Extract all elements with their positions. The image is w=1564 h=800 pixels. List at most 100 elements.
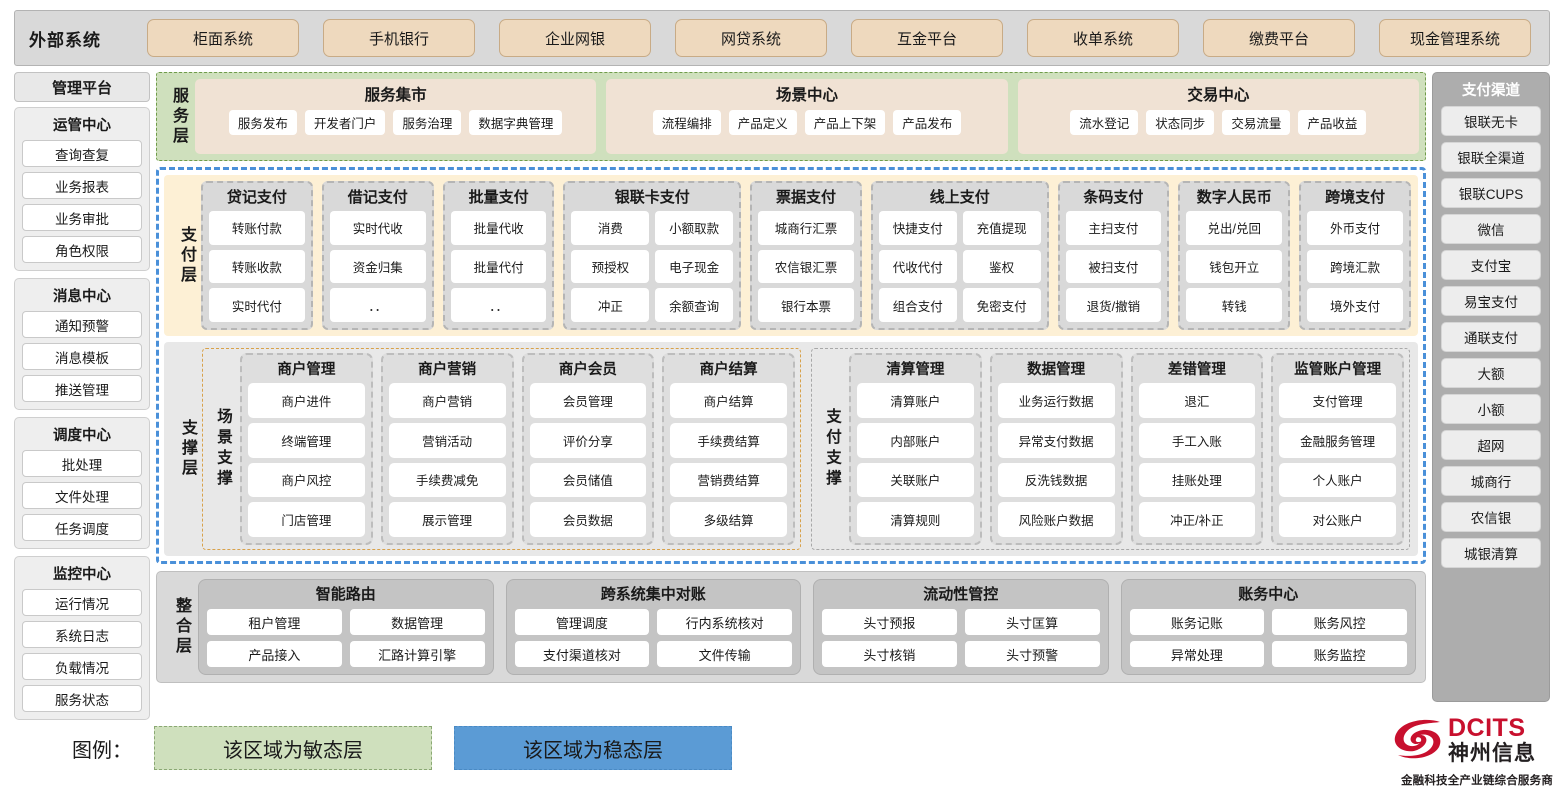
management-menu-item[interactable]: 系统日志	[22, 621, 142, 648]
support-chip[interactable]: 个人账户	[1279, 462, 1396, 498]
payment-chip[interactable]: 转账付款	[209, 211, 305, 245]
integration-chip[interactable]: 行内系统核对	[657, 609, 792, 635]
payment-chip[interactable]: 组合支付	[878, 288, 957, 323]
payment-chip[interactable]: 代收代付	[878, 249, 957, 284]
management-menu-item[interactable]: 任务调度	[22, 514, 142, 541]
integration-chip[interactable]: 支付渠道核对	[514, 641, 650, 667]
payment-chip[interactable]: 钱包开立	[1186, 249, 1283, 284]
support-chip[interactable]: 支付管理	[1279, 383, 1396, 418]
external-system-item[interactable]: 柜面系统	[147, 19, 299, 57]
support-chip[interactable]: 对公账户	[1279, 502, 1396, 537]
service-chip[interactable]: 开发者门户	[304, 110, 386, 135]
integration-chip[interactable]: 账务监控	[1272, 641, 1407, 667]
management-menu-item[interactable]: 运行情况	[22, 589, 142, 616]
service-chip[interactable]: 服务治理	[393, 110, 462, 135]
payment-channel-item[interactable]: 城商行	[1441, 466, 1541, 496]
payment-channel-item[interactable]: 银联无卡	[1441, 106, 1541, 136]
payment-chip[interactable]: ．．	[329, 288, 426, 323]
service-chip[interactable]: 数据字典管理	[469, 110, 563, 135]
payment-chip[interactable]: 境外支付	[1307, 288, 1403, 323]
management-menu-item[interactable]: 角色权限	[22, 236, 142, 263]
support-chip[interactable]: 业务运行数据	[997, 383, 1115, 418]
support-chip[interactable]: 评价分享	[529, 422, 647, 458]
management-menu-item[interactable]: 业务审批	[22, 204, 142, 231]
payment-chip[interactable]: 城商行汇票	[758, 211, 854, 245]
payment-chip[interactable]: ．．	[450, 288, 547, 323]
support-chip[interactable]: 终端管理	[248, 422, 365, 458]
support-chip[interactable]: 会员储值	[529, 462, 647, 498]
payment-chip[interactable]: 消费	[571, 211, 650, 245]
payment-chip[interactable]: 转账收款	[209, 249, 305, 284]
payment-channel-item[interactable]: 大额	[1441, 358, 1541, 388]
support-chip[interactable]: 商户结算	[670, 383, 787, 418]
payment-chip[interactable]: 预授权	[571, 249, 650, 284]
support-chip[interactable]: 退汇	[1138, 383, 1256, 418]
payment-chip[interactable]: 批量代付	[450, 249, 547, 284]
payment-chip[interactable]: 退货/撤销	[1065, 288, 1162, 323]
external-system-item[interactable]: 企业网银	[499, 19, 651, 57]
payment-channel-item[interactable]: 超网	[1441, 430, 1541, 460]
payment-chip[interactable]: 冲正	[571, 288, 650, 323]
management-menu-item[interactable]: 业务报表	[22, 172, 142, 199]
support-chip[interactable]: 门店管理	[248, 502, 365, 537]
service-chip[interactable]: 交易流量	[1222, 110, 1291, 135]
external-system-item[interactable]: 现金管理系统	[1379, 19, 1531, 57]
support-chip[interactable]: 挂账处理	[1138, 462, 1256, 498]
management-menu-item[interactable]: 文件处理	[22, 482, 142, 509]
integration-chip[interactable]: 头寸匡算	[964, 609, 1100, 635]
integration-chip[interactable]: 头寸预警	[964, 641, 1100, 667]
external-system-item[interactable]: 收单系统	[1027, 19, 1179, 57]
payment-chip[interactable]: 充值提现	[962, 211, 1041, 245]
payment-chip[interactable]: 资金归集	[329, 249, 426, 284]
management-menu-item[interactable]: 推送管理	[22, 375, 142, 402]
payment-chip[interactable]: 跨境汇款	[1307, 249, 1403, 284]
support-chip[interactable]: 金融服务管理	[1279, 422, 1396, 458]
payment-chip[interactable]: 实时代收	[329, 211, 426, 245]
support-chip[interactable]: 关联账户	[857, 462, 974, 498]
payment-channel-item[interactable]: 小额	[1441, 394, 1541, 424]
integration-chip[interactable]: 头寸核销	[822, 641, 957, 667]
support-chip[interactable]: 商户营销	[388, 383, 506, 418]
external-system-item[interactable]: 缴费平台	[1203, 19, 1355, 57]
payment-chip[interactable]: 批量代收	[450, 211, 547, 245]
service-chip[interactable]: 状态同步	[1146, 110, 1215, 135]
integration-chip[interactable]: 数据管理	[349, 609, 485, 635]
payment-chip[interactable]: 免密支付	[962, 288, 1041, 323]
integration-chip[interactable]: 管理调度	[514, 609, 650, 635]
support-chip[interactable]: 会员数据	[529, 502, 647, 537]
service-chip[interactable]: 产品定义	[728, 110, 797, 135]
support-chip[interactable]: 会员管理	[529, 383, 647, 418]
integration-chip[interactable]: 异常处理	[1129, 641, 1265, 667]
integration-chip[interactable]: 汇路计算引擎	[349, 641, 485, 667]
management-menu-item[interactable]: 消息模板	[22, 343, 142, 370]
management-menu-item[interactable]: 服务状态	[22, 685, 142, 712]
support-chip[interactable]: 清算账户	[857, 383, 974, 418]
support-chip[interactable]: 内部账户	[857, 422, 974, 458]
external-system-item[interactable]: 网贷系统	[675, 19, 827, 57]
payment-channel-item[interactable]: 支付宝	[1441, 250, 1541, 280]
external-system-item[interactable]: 互金平台	[851, 19, 1003, 57]
support-chip[interactable]: 冲正/补正	[1138, 502, 1256, 537]
support-chip[interactable]: 反洗钱数据	[997, 462, 1115, 498]
service-chip[interactable]: 流程编排	[652, 110, 721, 135]
support-chip[interactable]: 异常支付数据	[997, 422, 1115, 458]
payment-chip[interactable]: 实时代付	[209, 288, 305, 323]
integration-chip[interactable]: 账务记账	[1129, 609, 1265, 635]
payment-chip[interactable]: 小额取款	[655, 211, 734, 245]
management-menu-item[interactable]: 通知预警	[22, 311, 142, 338]
integration-chip[interactable]: 头寸预报	[822, 609, 957, 635]
service-chip[interactable]: 流水登记	[1070, 110, 1139, 135]
support-chip[interactable]: 手工入账	[1138, 422, 1256, 458]
payment-channel-item[interactable]: 微信	[1441, 214, 1541, 244]
support-chip[interactable]: 手续费减免	[388, 462, 506, 498]
payment-chip[interactable]: 主扫支付	[1065, 211, 1162, 245]
support-chip[interactable]: 展示管理	[388, 502, 506, 537]
integration-chip[interactable]: 产品接入	[207, 641, 342, 667]
integration-chip[interactable]: 文件传输	[657, 641, 792, 667]
external-system-item[interactable]: 手机银行	[323, 19, 475, 57]
support-chip[interactable]: 商户进件	[248, 383, 365, 418]
integration-chip[interactable]: 账务风控	[1272, 609, 1407, 635]
management-menu-item[interactable]: 查询查复	[22, 140, 142, 167]
support-chip[interactable]: 手续费结算	[670, 422, 787, 458]
support-chip[interactable]: 多级结算	[670, 502, 787, 537]
